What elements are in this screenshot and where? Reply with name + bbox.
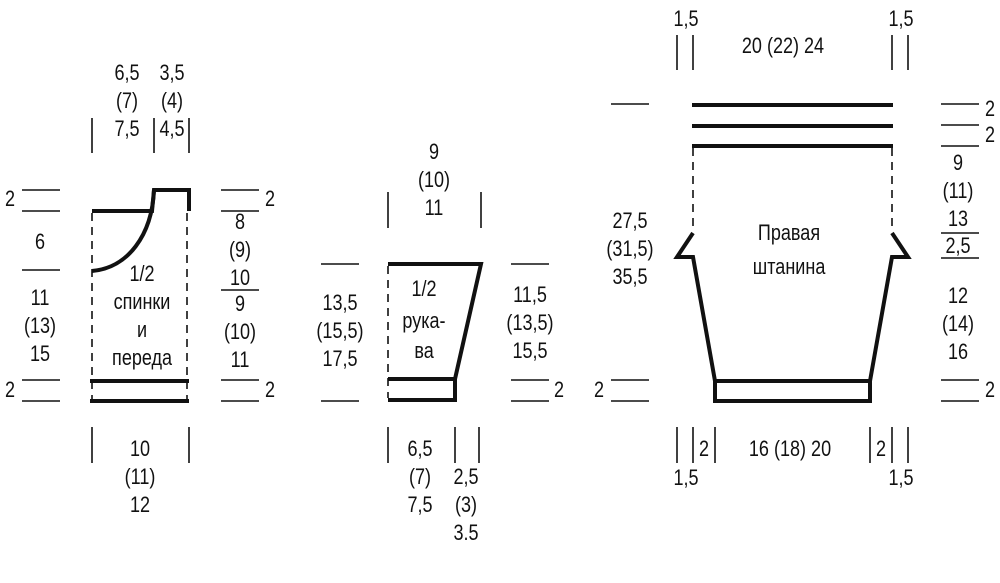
sleeve-top-width: 11 <box>425 196 444 220</box>
back-front-piece: 6,5 (7) 7,5 3,5 (4) 4,5 2 6 11 (13) 15 2… <box>5 61 275 517</box>
right-armhole-depth: (9) <box>229 238 251 262</box>
sleeve-title: 1/2 <box>411 277 436 301</box>
sleeve-top-width: (10) <box>418 168 450 192</box>
top-neck-width: (7) <box>116 89 138 113</box>
pants-right-band: 2 <box>985 123 995 147</box>
sleeve-top-width: 9 <box>429 140 439 164</box>
sleeve-right-length: (13,5) <box>506 311 553 335</box>
left-neck-depth: 6 <box>35 230 45 254</box>
neckline-curve <box>91 189 156 273</box>
pants-top-side-right: 1,5 <box>888 7 913 31</box>
bottom-width: 12 <box>130 493 150 517</box>
pants-outline <box>673 231 912 403</box>
sleeve-left-length: 17,5 <box>322 347 357 371</box>
sleeve-bottom-width: (7) <box>409 465 431 489</box>
pants-title: штанина <box>753 255 826 279</box>
pants-right-leg: (14) <box>942 312 974 336</box>
top-shoulder-width: 4,5 <box>159 117 184 141</box>
right-armhole-depth: 10 <box>230 266 250 290</box>
pants-right-leg: 12 <box>948 284 968 308</box>
right-bottom-band: 2 <box>265 378 275 402</box>
pants-right-crotch: 2,5 <box>945 234 970 258</box>
sleeve-right-length: 11,5 <box>513 283 547 307</box>
sleeve-left-length: 13,5 <box>322 291 357 315</box>
piece-title: 1/2 <box>129 262 154 286</box>
pants-right-rise: 9 <box>953 151 963 175</box>
sleeve-title: ва <box>414 339 434 363</box>
piece-title: спинки <box>114 290 171 314</box>
bottom-width: (11) <box>125 465 156 489</box>
bottom-width: 10 <box>130 437 150 461</box>
sleeve-left-length: (15,5) <box>316 319 363 343</box>
sleeve-bottom-width: 6,5 <box>407 437 432 461</box>
pants-left-bottom-band: 2 <box>594 378 604 402</box>
sleeve-title: рука- <box>402 309 445 333</box>
sleeve-right-length: 15,5 <box>512 339 547 363</box>
pants-title: Правая <box>758 221 820 245</box>
left-bottom-band: 2 <box>5 378 15 402</box>
pants-left-rise: (31,5) <box>606 237 653 261</box>
pants-bottom-width: 16 (18) 20 <box>749 437 831 461</box>
back-front-outline <box>92 188 191 213</box>
sleeve-piece: 9 (10) 11 13,5 (15,5) 17,5 11,5 (13,5) 1… <box>316 140 564 545</box>
top-shoulder-width: 3,5 <box>159 61 184 85</box>
pants-top-width: 20 (22) 24 <box>742 34 824 58</box>
top-neck-width: 6,5 <box>114 61 139 85</box>
pants-right-rise: 13 <box>948 207 968 231</box>
sleeve-right-bottom-band: 2 <box>554 378 564 402</box>
piece-title: и <box>137 318 147 342</box>
left-body-length: (13) <box>24 314 56 338</box>
pants-right-rise: (11) <box>943 179 974 203</box>
right-side-length: 9 <box>235 292 245 316</box>
piece-title: переда <box>112 346 173 370</box>
left-body-length: 11 <box>31 286 50 310</box>
right-armhole-depth: 8 <box>235 210 245 234</box>
pants-top-side-left: 1,5 <box>673 7 698 31</box>
top-neck-width: 7,5 <box>114 117 139 141</box>
pants-left-rise: 27,5 <box>612 209 647 233</box>
sleeve-bottom-width: 7,5 <box>407 493 432 517</box>
right-side-length: (10) <box>224 320 256 344</box>
pants-bottom-outer-left: 1,5 <box>673 466 698 490</box>
pants-right-leg: 16 <box>948 340 968 364</box>
pants-bottom-outer-right: 1,5 <box>888 466 913 490</box>
pants-right-band: 2 <box>985 97 995 121</box>
pants-bottom-inner-left: 2 <box>699 437 709 461</box>
pants-left-rise: 35,5 <box>612 265 647 289</box>
top-shoulder-width: (4) <box>161 89 183 113</box>
sleeve-bottom-extra: (3) <box>455 493 477 517</box>
right-side-length: 11 <box>231 348 250 372</box>
sleeve-bottom-extra: 2,5 <box>453 465 478 489</box>
pants-bottom-inner-right: 2 <box>876 437 886 461</box>
sleeve-bottom-extra: 3.5 <box>453 521 478 545</box>
pants-piece: 1,5 1,5 20 (22) 24 2 2 9 (11) 13 2,5 27,… <box>594 7 995 490</box>
right-top-band: 2 <box>265 187 275 211</box>
left-body-length: 15 <box>30 342 50 366</box>
left-top-band: 2 <box>5 187 15 211</box>
pants-right-bottom-band: 2 <box>985 378 995 402</box>
